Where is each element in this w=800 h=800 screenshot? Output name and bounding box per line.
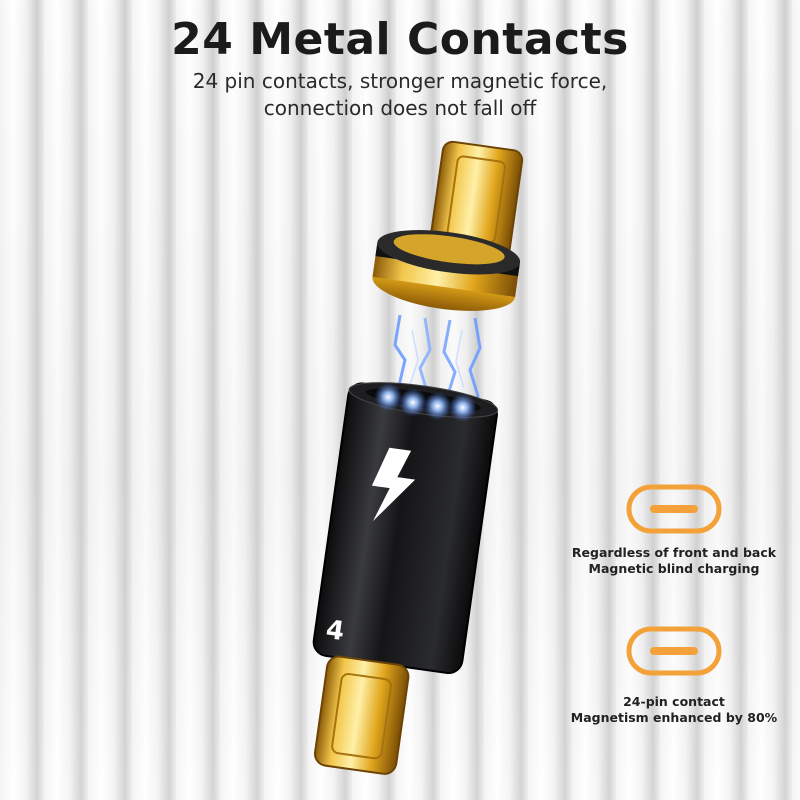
usb-c-port-icon (626, 484, 722, 534)
feature-1-line-1: Regardless of front and back (571, 545, 777, 560)
page-title: 24 Metal Contacts (171, 14, 629, 65)
top-usb-c-plug (372, 140, 524, 311)
bottom-usb-c-plug (313, 655, 410, 775)
adapter-body (312, 382, 499, 675)
feature-item-2: 24-pin contact Magnetism enhanced by 80% (554, 694, 794, 726)
feature-2-line-2: Magnetism enhanced by 80% (570, 710, 778, 725)
page-subtitle: 24 pin contacts, stronger magnetic force… (150, 68, 650, 122)
feature-item-1: Regardless of front and back Magnetic bl… (554, 545, 794, 577)
lightning-bolt-icon (371, 447, 416, 522)
subtitle-line-2: connection does not fall off (263, 96, 537, 120)
usb-c-port-icon (626, 626, 722, 676)
subtitle-line-1: 24 pin contacts, stronger magnetic force… (192, 69, 608, 93)
feature-1-line-2: Magnetic blind charging (588, 561, 760, 576)
feature-2-line-1: 24-pin contact (623, 694, 725, 709)
